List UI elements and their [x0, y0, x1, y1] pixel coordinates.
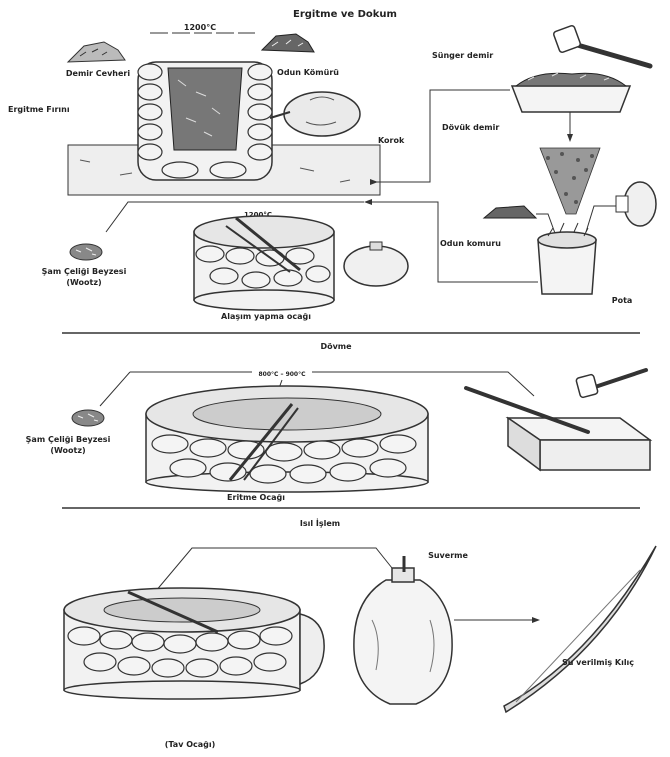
bellows-korok [270, 92, 360, 136]
forging-hammer-icon [576, 370, 646, 398]
label-sunger-demir: Sünger demir [432, 51, 493, 60]
arrowhead-left [364, 199, 372, 205]
label-odun-komuru-mid: Odun komuru [440, 239, 501, 248]
wootz-cake-1 [70, 244, 102, 260]
section-title-smelting: Ergitme ve Dokum [293, 9, 397, 20]
label-dovuk-demir: Dövük demir [442, 123, 499, 132]
tempering-hearth-hood [300, 614, 324, 684]
arrowhead-down [567, 134, 573, 142]
wootz-cake-2 [72, 410, 104, 426]
anvil-with-blade [466, 388, 650, 470]
label-wootz-1: (Wootz) [66, 278, 101, 287]
iron-fragments [540, 148, 600, 214]
label-alasim-ocagi: Alaşım yapma ocağı [221, 312, 311, 321]
label-demir-cevheri: Demir Cevheri [66, 69, 130, 78]
smelting-furnace [138, 62, 272, 180]
label-su-verilmis-kilic: Su verilmiş Kılıç [562, 658, 634, 667]
iron-ore-pile [68, 42, 125, 62]
arrowhead-right-2 [532, 617, 540, 623]
crucible-pota [538, 223, 596, 294]
charcoal-pile-mid [484, 206, 536, 218]
label-pota: Pota [612, 296, 633, 305]
label-odun-komuru-top: Odun Kömürü [277, 68, 339, 77]
temperature-label-forge: 800°C – 900°C [258, 371, 306, 378]
label-wootz-2: (Wootz) [50, 446, 85, 455]
connector-lid-to-crucible [586, 206, 616, 232]
label-tav-ocagi: (Tav Ocağı) [165, 740, 216, 749]
label-eritme-ocagi: Eritme Ocağı [227, 493, 285, 502]
label-ergitme-firini: Ergitme Fırını [8, 105, 70, 114]
label-sam-celigi-1: Şam Çeliği Beyzesi [42, 267, 127, 276]
label-korok: Korok [378, 136, 405, 145]
clay-pot [344, 242, 408, 286]
hammer-icon [553, 25, 650, 66]
quench-jar [354, 556, 452, 704]
alloy-furnace [194, 216, 334, 310]
temperature-label-top: 1200°C [184, 23, 216, 32]
forging-hearth [146, 386, 428, 492]
section-title-forging: Dövme [320, 342, 352, 351]
label-sam-celigi-2: Şam Çeliği Beyzesi [26, 435, 111, 444]
crucible-lid [616, 182, 656, 226]
charcoal-pile [262, 34, 314, 52]
sponge-iron-tray [512, 73, 630, 112]
section-title-heat-treatment: Isıl İşlem [300, 518, 340, 528]
tempered-sword [504, 546, 656, 712]
label-suverme: Suverme [428, 551, 468, 560]
tempering-hearth [64, 588, 300, 699]
